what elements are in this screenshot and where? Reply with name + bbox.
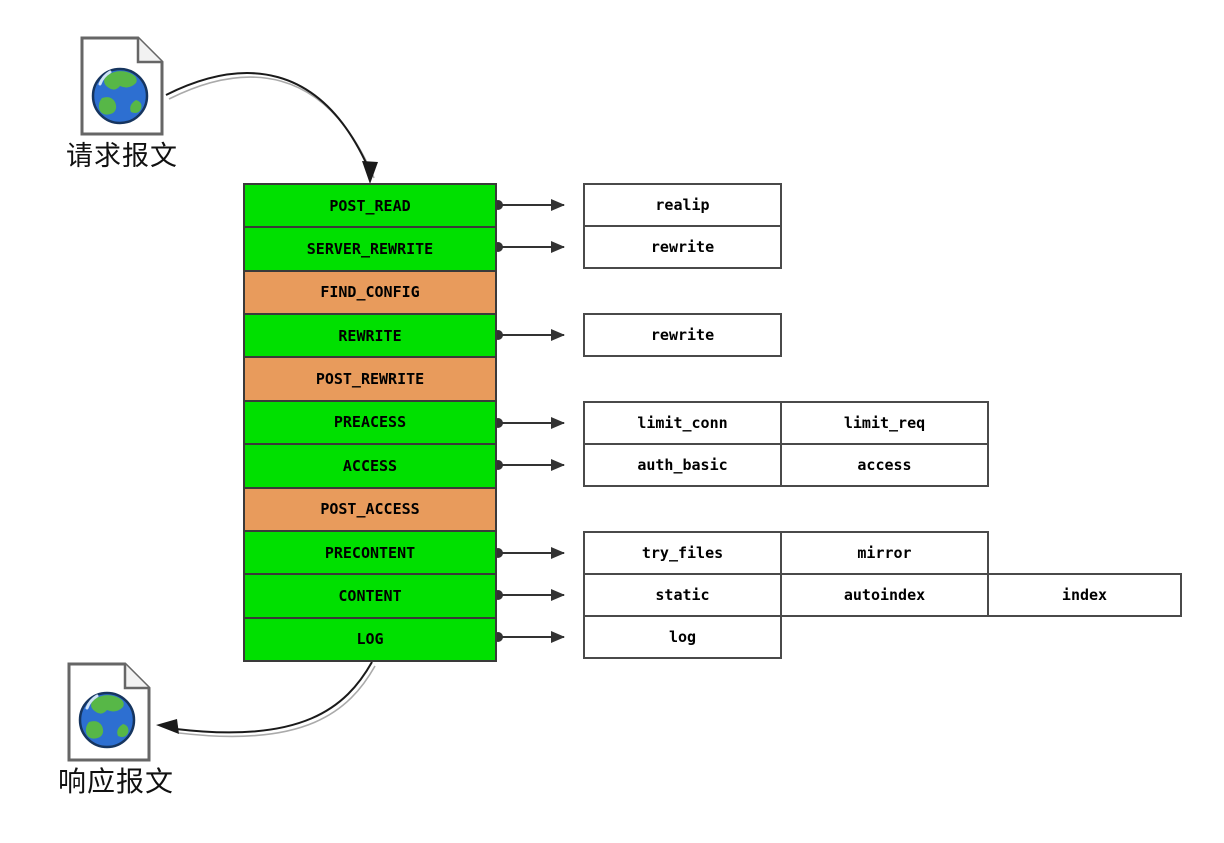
module-log: log [583, 615, 782, 659]
module-autoindex: autoindex [780, 573, 989, 617]
request-label: 请求报文 [66, 141, 178, 172]
module-rewrite-2: rewrite [583, 313, 782, 357]
module-try-files: try_files [583, 531, 782, 575]
phase-content: CONTENT [245, 575, 495, 619]
phase-rewrite: REWRITE [245, 315, 495, 359]
response-label: 响应报文 [57, 765, 174, 798]
phase-post-rewrite: POST_REWRITE [245, 358, 495, 402]
phase-access: ACCESS [245, 445, 495, 489]
module-index: index [987, 573, 1182, 617]
module-limit-req: limit_req [780, 401, 989, 445]
request-document-icon [80, 36, 164, 136]
module-access: access [780, 443, 989, 487]
phase-post-read: POST_READ [245, 185, 495, 229]
module-rewrite-1: rewrite [583, 225, 782, 269]
phase-log: LOG [245, 618, 495, 660]
globe-icon [91, 67, 149, 125]
document-globe-icon [67, 662, 151, 762]
globe-icon [78, 691, 136, 749]
phase-precontent: PRECONTENT [245, 531, 495, 576]
module-mirror: mirror [780, 531, 989, 575]
document-globe-icon [80, 36, 164, 136]
phase-post-access: POST_ACCESS [245, 488, 495, 532]
module-limit-conn: limit_conn [583, 401, 782, 445]
response-document-icon [67, 662, 151, 762]
phase-stack: POST_READ SERVER_REWRITE FIND_CONFIG REW… [243, 183, 497, 662]
module-static: static [583, 573, 782, 617]
phase-server-rewrite: SERVER_REWRITE [245, 228, 495, 272]
module-auth-basic: auth_basic [583, 443, 782, 487]
module-realip: realip [583, 183, 782, 227]
phase-find-config: FIND_CONFIG [245, 271, 495, 316]
phase-preacess: PREACESS [245, 401, 495, 446]
